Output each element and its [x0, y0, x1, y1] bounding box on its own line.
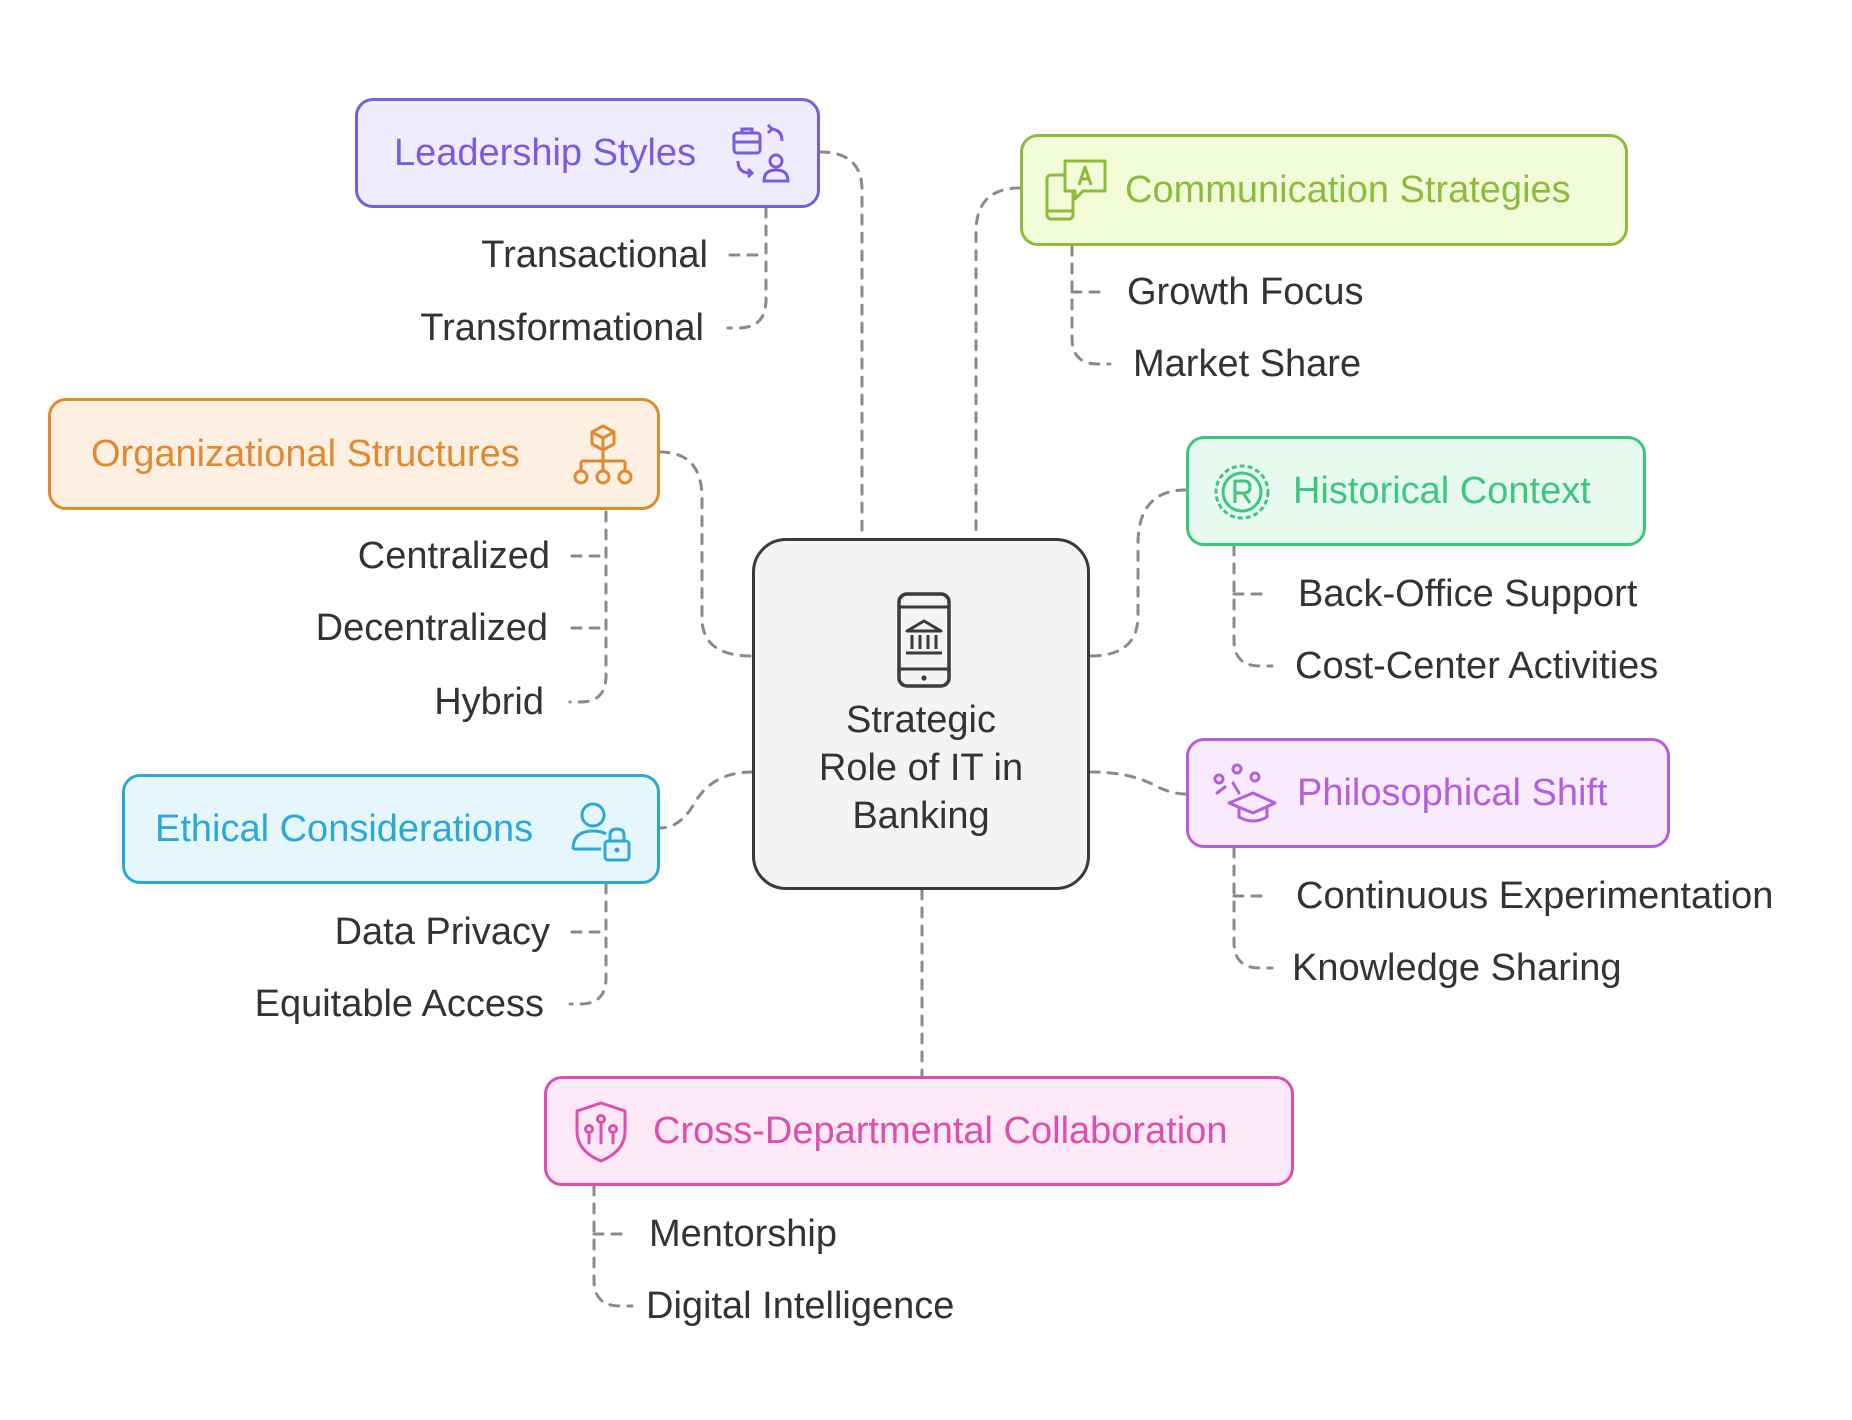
branch-philosophical-shift[interactable]: Philosophical Shift [1186, 738, 1670, 848]
branch-label: Cross-Departmental Collaboration [653, 1109, 1228, 1152]
center-title: Strategic Role of IT in Banking [755, 696, 1087, 840]
connector-knowledge [1232, 846, 1274, 970]
leaf-centralized: Centralized [357, 535, 550, 577]
leaf-market-share: Market Share [1133, 343, 1362, 385]
leaf-data-privacy: Data Privacy [334, 911, 550, 953]
hierarchy-icon [573, 424, 633, 485]
branch-leadership-styles[interactable]: Leadership Styles [355, 98, 820, 208]
leaf-transformational: Transformational [420, 307, 704, 349]
center-node: Strategic Role of IT in Banking [752, 538, 1090, 890]
branch-communication-strategies[interactable]: Communication Strategies [1020, 134, 1628, 246]
connector-ethical [658, 770, 754, 830]
branch-label: Philosophical Shift [1297, 771, 1608, 814]
connector-philosophical [1088, 770, 1188, 796]
branch-organizational-structures[interactable]: Organizational Structures [48, 398, 660, 510]
connector-organizational [658, 450, 754, 658]
center-title-line3: Banking [852, 795, 990, 837]
leaf-growth-focus: Growth Focus [1127, 271, 1364, 313]
branch-label: Ethical Considerations [155, 807, 534, 850]
branch-ethical-considerations[interactable]: Ethical Considerations [122, 774, 660, 884]
branch-label: Organizational Structures [91, 432, 520, 475]
leaf-cost-center-activities: Cost-Center Activities [1295, 645, 1659, 687]
connector-transformational [726, 206, 768, 330]
branch-label: Communication Strategies [1125, 168, 1571, 211]
connector-digital-intelligence [592, 1184, 634, 1308]
leaf-decentralized: Decentralized [315, 607, 548, 649]
leaf-digital-intelligence: Digital Intelligence [646, 1285, 955, 1327]
connector-leadership [818, 150, 864, 540]
connector-hybrid [568, 510, 608, 704]
device-chat-icon [1045, 159, 1107, 221]
branch-label: Historical Context [1293, 469, 1591, 512]
leaf-hybrid: Hybrid [434, 681, 544, 723]
center-title-line2: Role of IT in [818, 747, 1024, 789]
branch-historical-context[interactable]: Historical Context [1186, 436, 1646, 546]
registered-badge-icon [1214, 464, 1270, 520]
briefcase-exchange-person-icon [732, 123, 790, 183]
user-lock-icon [571, 802, 631, 862]
graduation-cap-dots-icon [1213, 763, 1277, 823]
branch-label: Leadership Styles [394, 131, 697, 174]
shield-network-icon [575, 1101, 627, 1163]
leaf-mentorship: Mentorship [649, 1213, 837, 1255]
leaf-back-office-support: Back-Office Support [1298, 573, 1638, 615]
branch-cross-departmental-collaboration[interactable]: Cross-Departmental Collaboration [544, 1076, 1294, 1186]
connector-market-share [1070, 244, 1112, 366]
connector-communication [974, 186, 1022, 540]
connector-cost-center [1232, 544, 1274, 668]
leaf-transactional: Transactional [481, 234, 708, 276]
connector-historical [1088, 488, 1188, 658]
connector-equitable-access [568, 882, 608, 1006]
leaf-knowledge-sharing: Knowledge Sharing [1292, 947, 1622, 989]
leaf-continuous-experimentation: Continuous Experimentation [1296, 875, 1774, 917]
leaf-equitable-access: Equitable Access [254, 983, 544, 1025]
center-title-line1: Strategic [846, 699, 996, 741]
mobile-bank-icon [897, 592, 951, 688]
